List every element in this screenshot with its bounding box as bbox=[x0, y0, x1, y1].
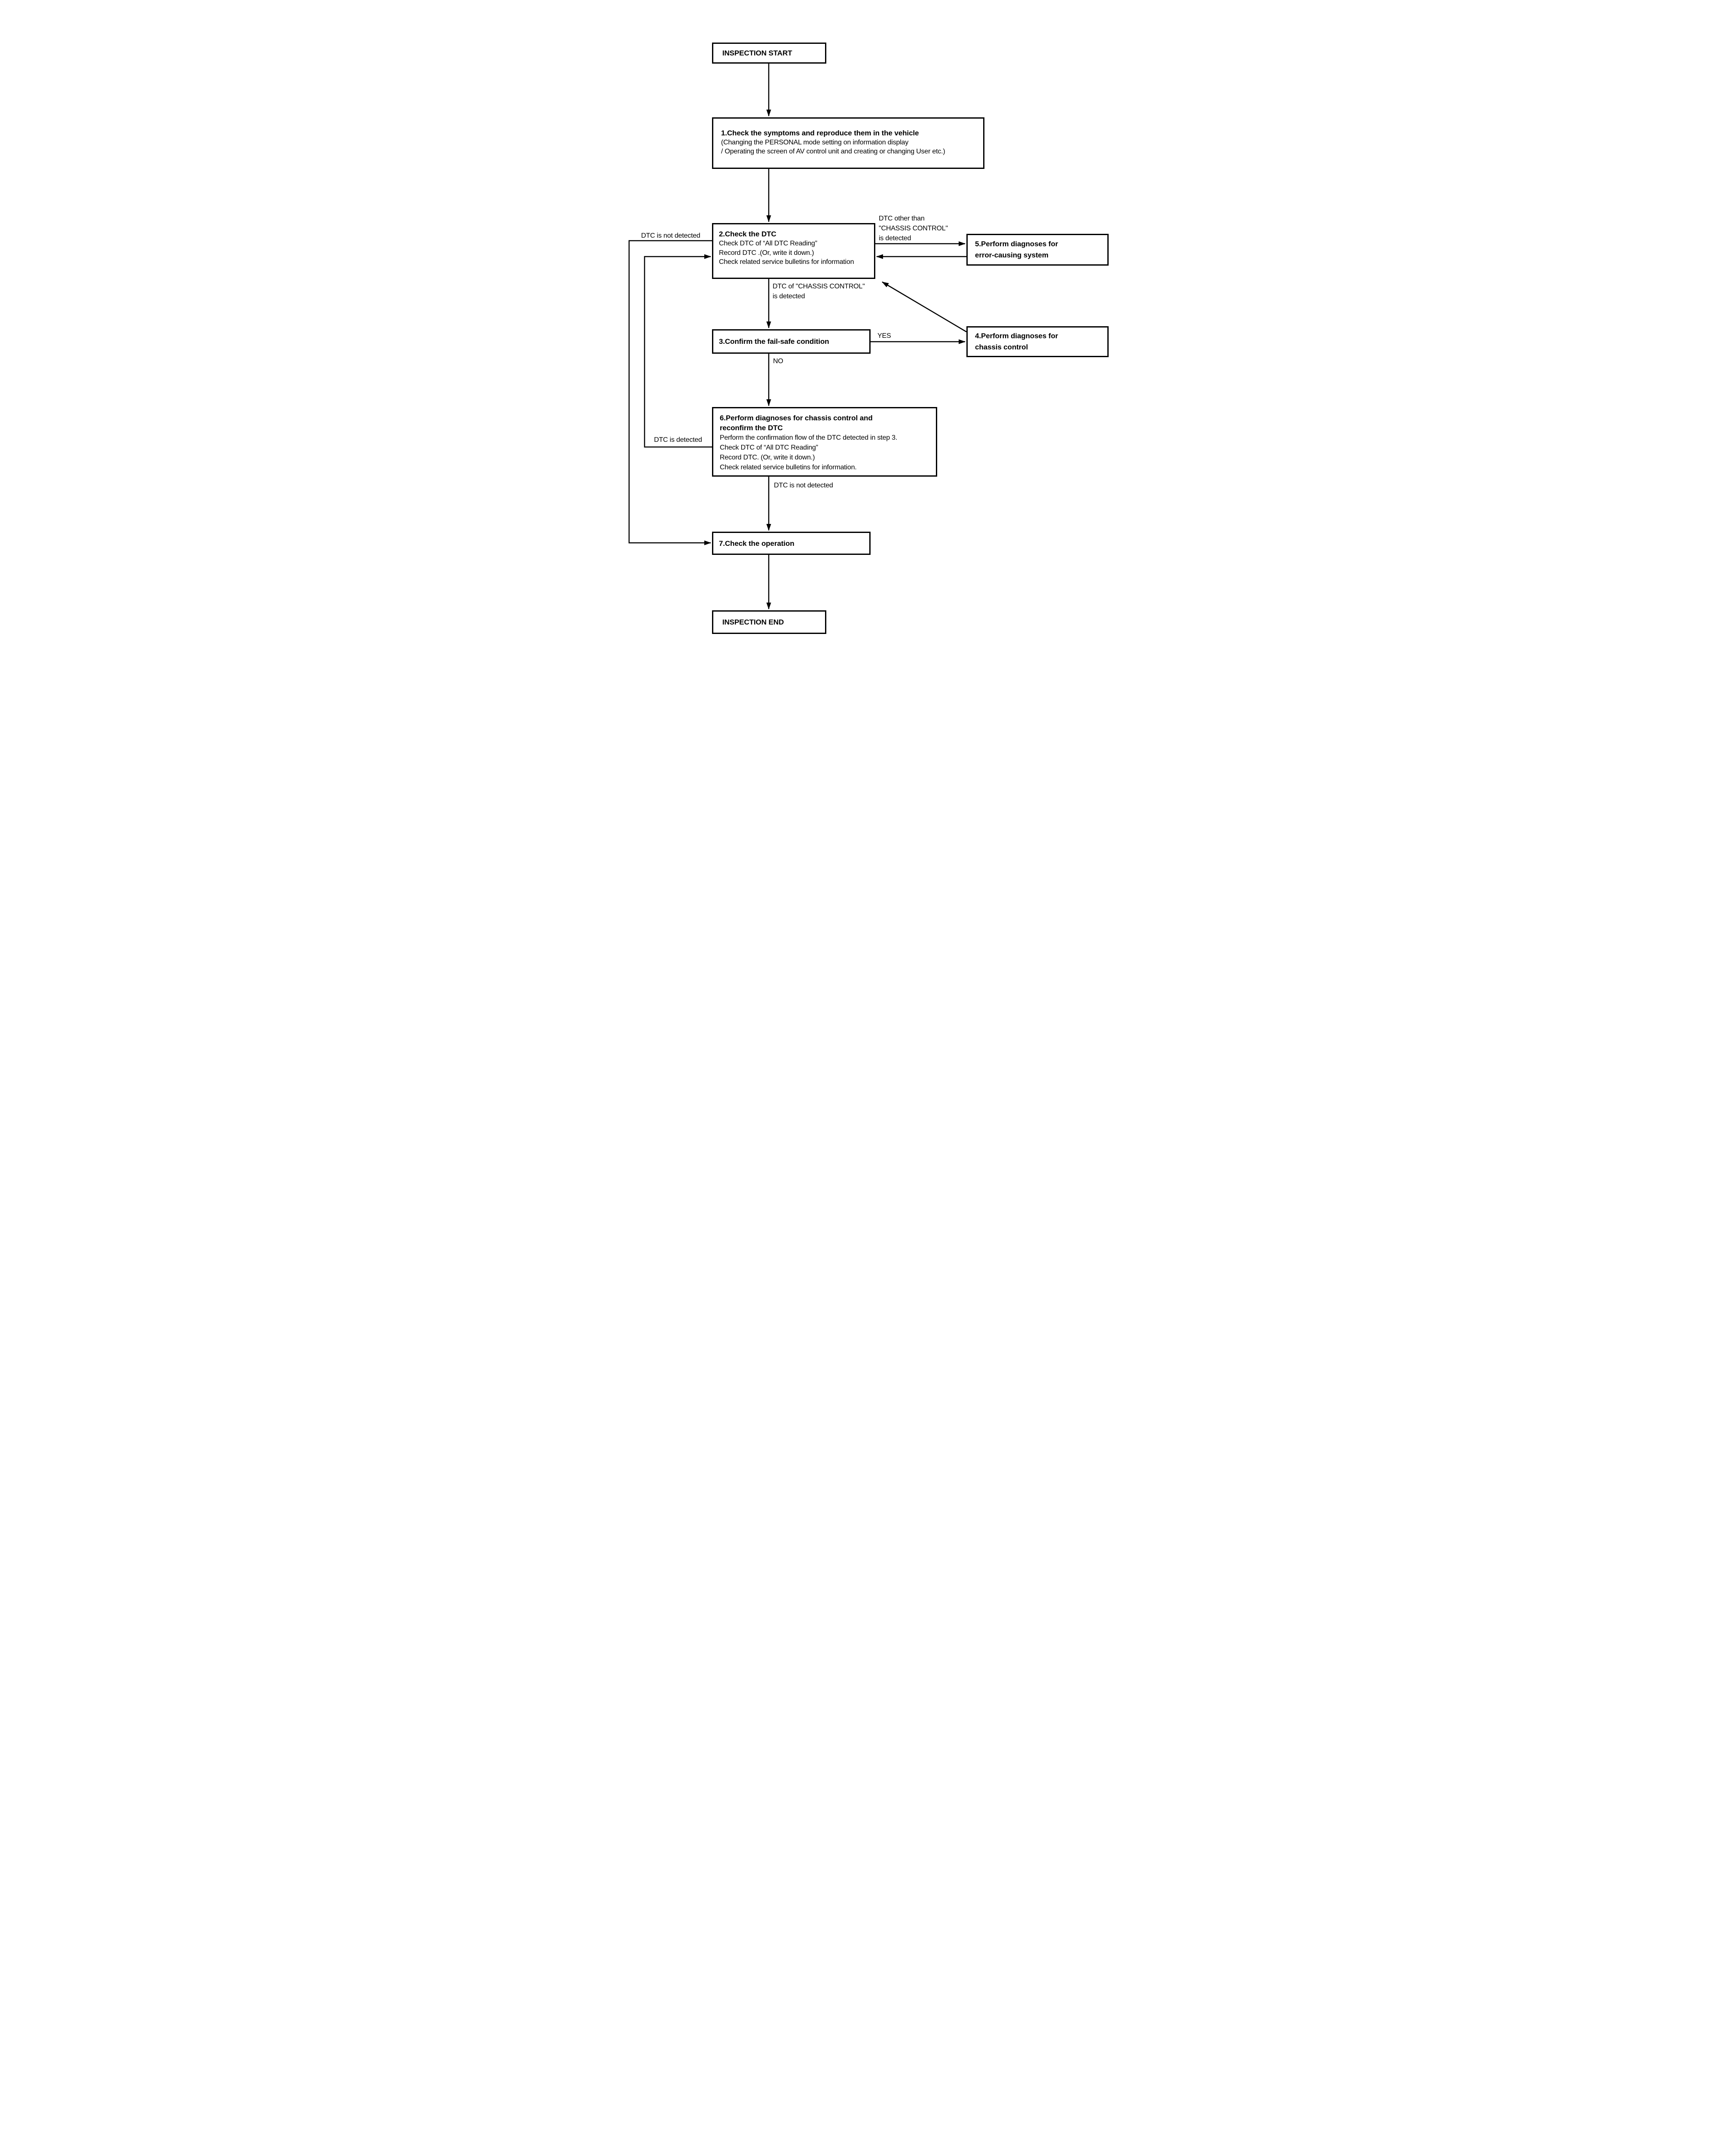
node-inspection-end: INSPECTION END bbox=[712, 610, 826, 634]
edge-label-dtc-other-than-chassis-control: DTC other than "CHASSIS CONTROL" is dete… bbox=[879, 215, 948, 242]
arrow-step2-to-step7-outer-loop bbox=[628, 240, 712, 545]
node-step4-title: 4.Perform diagnoses for chassis control bbox=[975, 332, 1058, 351]
node-step1-title: 1.Check the symptoms and reproduce them … bbox=[721, 129, 919, 137]
edge-label-dtc-not-detected-bottom: DTC is not detected bbox=[774, 482, 833, 489]
node-step6-title: 6.Perform diagnoses for chassis control … bbox=[720, 414, 873, 432]
node-inspection-end-label: INSPECTION END bbox=[722, 618, 784, 626]
arrow-step6-to-step2-inner-loop bbox=[644, 254, 712, 448]
node-step5-diagnoses-error-causing-system: 5.Perform diagnoses for error-causing sy… bbox=[966, 234, 1109, 266]
node-step5-title: 5.Perform diagnoses for error-causing sy… bbox=[975, 240, 1058, 259]
node-inspection-start-label: INSPECTION START bbox=[722, 49, 792, 57]
node-step2-check-dtc: 2.Check the DTC Check DTC of “All DTC Re… bbox=[712, 223, 875, 279]
node-step4-diagnoses-chassis-control: 4.Perform diagnoses for chassis control bbox=[966, 326, 1109, 357]
edge-label-dtc-of-chassis-control-detected: DTC of "CHASSIS CONTROL" is detected bbox=[773, 283, 865, 300]
node-step1-body: (Changing the PERSONAL mode setting on i… bbox=[721, 139, 945, 155]
edge-label-dtc-not-detected-left: DTC is not detected bbox=[641, 232, 700, 239]
edge-label-yes: YES bbox=[877, 332, 891, 340]
node-inspection-start: INSPECTION START bbox=[712, 43, 826, 64]
node-step2-title: 2.Check the DTC bbox=[719, 230, 776, 238]
node-step6-diagnoses-and-reconfirm-dtc: 6.Perform diagnoses for chassis control … bbox=[712, 407, 937, 477]
edge-label-no: NO bbox=[773, 358, 783, 365]
node-step2-body: Check DTC of “All DTC Reading” Record DT… bbox=[719, 240, 854, 266]
node-step7-title: 7.Check the operation bbox=[719, 539, 795, 548]
edge-label-dtc-is-detected: DTC is detected bbox=[654, 436, 702, 444]
arrow-step4-to-step2-diagonal bbox=[882, 281, 967, 333]
node-step1-check-symptoms: 1.Check the symptoms and reproduce them … bbox=[712, 117, 984, 169]
node-step3-title: 3.Confirm the fail-safe condition bbox=[719, 337, 829, 346]
node-step3-confirm-fail-safe: 3.Confirm the fail-safe condition bbox=[712, 329, 871, 354]
node-step6-body: Perform the confirmation flow of the DTC… bbox=[720, 434, 898, 471]
node-step7-check-operation: 7.Check the operation bbox=[712, 532, 871, 555]
flowchart-page: INSPECTION START 1.Check the symptoms an… bbox=[620, 0, 1116, 672]
